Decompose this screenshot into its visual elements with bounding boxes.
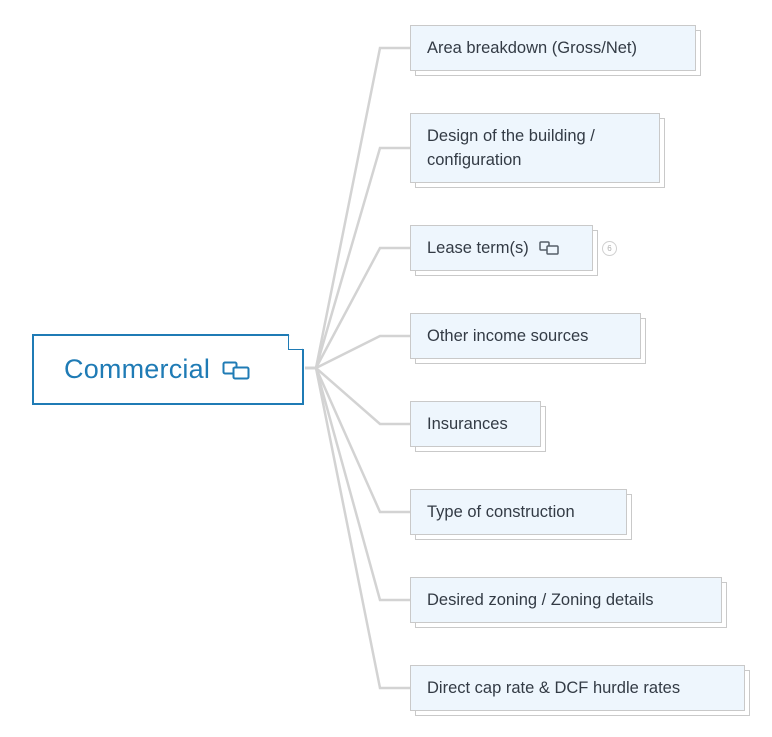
root-label: Commercial xyxy=(64,354,211,384)
collapsed-children-count[interactable]: 6 xyxy=(602,241,617,256)
topic-label: Design of the building / configuration xyxy=(427,127,595,169)
topic-label: Lease term(s) xyxy=(427,239,529,257)
topic-other-income-sources[interactable]: Other income sources xyxy=(410,313,641,359)
topic-design-of-building[interactable]: Design of the building / configuration xyxy=(410,113,660,183)
topic-label: Direct cap rate & DCF hurdle rates xyxy=(427,679,681,697)
topic-label: Insurances xyxy=(427,415,508,433)
topic-direct-cap-rate[interactable]: Direct cap rate & DCF hurdle rates xyxy=(410,665,745,711)
topic-label: Other income sources xyxy=(427,327,589,345)
topic-area-breakdown[interactable]: Area breakdown (Gross/Net) xyxy=(410,25,696,71)
link-icon[interactable] xyxy=(539,240,561,256)
topic-label: Type of construction xyxy=(427,503,575,521)
note-fold-icon xyxy=(288,334,304,350)
root-topic[interactable]: Commercial xyxy=(32,334,304,405)
connector-area-breakdown xyxy=(305,46,410,370)
link-icon[interactable] xyxy=(222,359,252,381)
topic-label: Desired zoning / Zoning details xyxy=(427,591,654,609)
topic-label: Area breakdown (Gross/Net) xyxy=(427,39,637,57)
topic-insurances[interactable]: Insurances xyxy=(410,401,541,447)
topic-lease-terms[interactable]: Lease term(s) xyxy=(410,225,593,271)
topic-desired-zoning[interactable]: Desired zoning / Zoning details xyxy=(410,577,722,623)
connector-cap-rate xyxy=(305,366,410,690)
topic-type-of-construction[interactable]: Type of construction xyxy=(410,489,627,535)
